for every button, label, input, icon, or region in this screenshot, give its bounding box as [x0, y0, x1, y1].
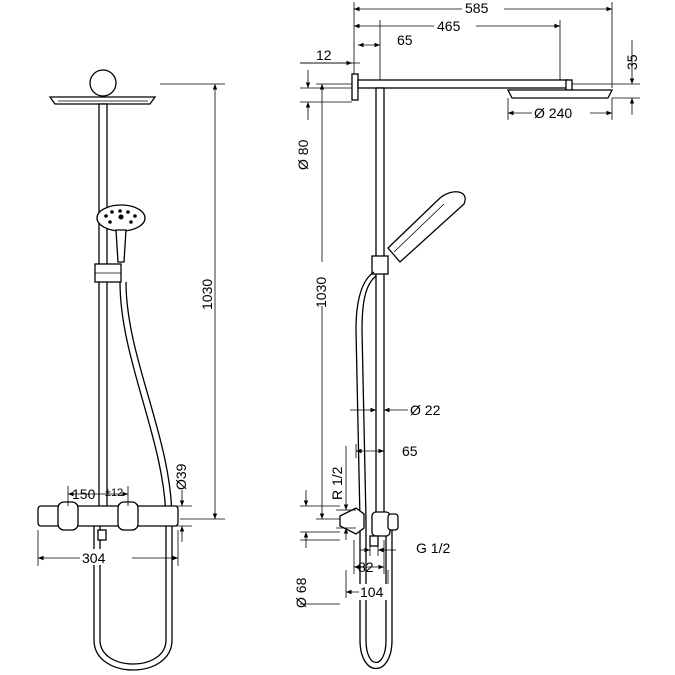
- side-hand-shower: [387, 191, 466, 263]
- side-shower-arm: [357, 79, 569, 89]
- side-depth-104-label: 104: [360, 584, 384, 600]
- side-riser-pipe: [375, 87, 385, 519]
- front-height-label: 1030: [199, 279, 215, 310]
- side-arm-total-label: 585: [465, 0, 489, 16]
- side-wall-plate: [351, 73, 359, 101]
- side-plate-label: 12: [316, 47, 332, 63]
- side-wall-offset-label: 65: [397, 32, 413, 48]
- front-mixer-handle-right: [117, 501, 139, 531]
- side-height-label: 1030: [313, 277, 329, 308]
- side-escutcheon-label: Ø 68: [293, 577, 309, 608]
- side-inlet-thread-label: R 1/2: [329, 466, 345, 500]
- front-view: 1030 150 ±12 304 Ø39: [37, 69, 225, 671]
- side-overhead-shower: [506, 89, 614, 99]
- side-outlet-thread-label: G 1/2: [416, 540, 450, 556]
- front-bracket: [89, 69, 117, 97]
- side-pipe-offset-label: 65: [402, 443, 418, 459]
- side-head-height-label: 35: [624, 54, 640, 70]
- side-thermostat-knob: [387, 513, 399, 531]
- front-tolerance-label: ±12: [105, 487, 123, 499]
- side-depth-82-label: 82: [358, 559, 374, 575]
- side-head-diameter-label: Ø 240: [534, 105, 572, 121]
- side-outlet: [369, 535, 379, 547]
- front-spacing-label: 150: [72, 486, 96, 502]
- side-pipe-diameter-label: Ø 22: [410, 402, 441, 418]
- side-shower-holder: [371, 255, 389, 275]
- side-arm-joint: [565, 79, 573, 91]
- side-thermostat-body: [371, 511, 391, 537]
- front-riser-pipe: [98, 103, 108, 513]
- side-hose-outer: [355, 271, 393, 669]
- side-arm-center-label: 465: [437, 18, 461, 34]
- front-hand-shower-handle: [115, 229, 127, 263]
- front-mixer-outlet: [97, 529, 107, 541]
- side-hose-inner: [361, 275, 387, 663]
- front-overhead-shower: [48, 96, 157, 105]
- side-rose-diameter-label: Ø 80: [295, 139, 311, 170]
- side-view: 585 465 65 12 35 Ø 240 Ø 80: [293, 0, 640, 669]
- front-mixer-diameter-label: Ø39: [173, 463, 189, 490]
- side-wall-connector: [339, 507, 365, 535]
- front-width-label: 304: [82, 550, 106, 566]
- front-mixer-handle-left: [57, 501, 79, 531]
